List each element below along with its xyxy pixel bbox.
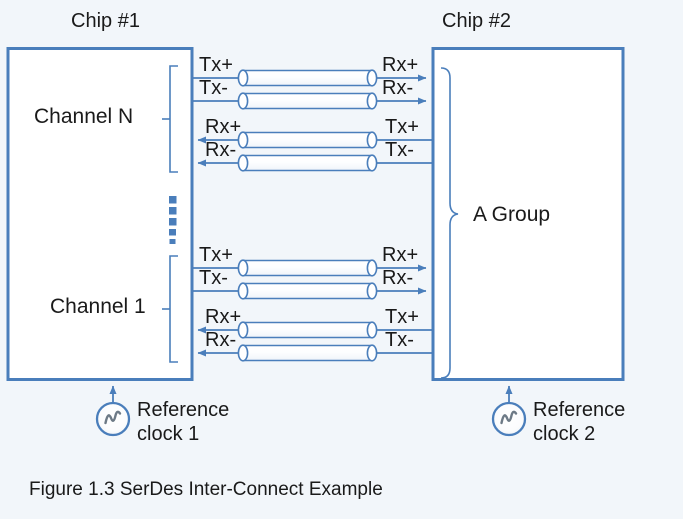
channel-n-label: Channel N: [34, 105, 134, 128]
link-row: [192, 259, 427, 277]
reference-clock-2-line1: Reference: [533, 399, 626, 421]
cable-end-icon: [237, 344, 249, 362]
reference-clock-2-label: Reference clock 2: [533, 398, 625, 447]
pin-label-chip2-txn-n: Tx-: [385, 139, 414, 161]
link-row: [192, 92, 427, 110]
reference-clock-2-symbol: [491, 385, 527, 437]
chip1-body: [6, 47, 194, 381]
chip2-title: Chip #2: [442, 10, 511, 32]
pin-label-chip1-txp-n: Tx+: [199, 54, 233, 76]
pin-label-chip2-txp-n: Tx+: [385, 116, 419, 138]
link-row: [192, 69, 427, 87]
link-row: [197, 131, 432, 149]
reference-clock-1-line2: clock 1: [137, 423, 200, 446]
cable-end-icon: [237, 259, 249, 277]
reference-clock-1-label: Reference clock 1: [137, 398, 229, 447]
cable-end-icon: [366, 92, 378, 110]
cable-end-icon: [366, 321, 378, 339]
reference-clock-1-symbol: [95, 385, 131, 437]
cable-end-icon: [366, 131, 378, 149]
chip1-title: Chip #1: [71, 10, 140, 32]
cable-end-icon: [237, 282, 249, 300]
cable-end-icon: [366, 69, 378, 87]
cable-end-icon: [366, 154, 378, 172]
pin-label-chip1-rxn-n: Rx-: [205, 139, 237, 161]
pin-label-chip1-txp-1: Tx+: [199, 244, 233, 266]
cable-end-icon: [237, 154, 249, 172]
channel-1-bracket: [162, 255, 178, 363]
cable-end-icon: [366, 259, 378, 277]
link-row: [197, 344, 432, 362]
pin-label-chip1-txn-1: Tx-: [199, 267, 228, 289]
chip2-body: [431, 47, 625, 381]
channel-1-label: Channel 1: [50, 295, 146, 318]
a-group-bracket: [440, 67, 459, 379]
pin-label-chip2-rxp-1: Rx+: [382, 244, 419, 266]
pin-label-chip1-txn-n: Tx-: [199, 77, 228, 99]
pin-label-chip2-rxn-1: Rx-: [382, 267, 414, 289]
figure-caption: Figure 1.3 SerDes Inter-Connect Example: [29, 479, 383, 500]
cable-end-icon: [237, 92, 249, 110]
link-row: [197, 154, 432, 172]
reference-clock-2-line2: clock 2: [533, 423, 596, 446]
cable-end-icon: [366, 282, 378, 300]
reference-clock-1-line1: Reference: [137, 399, 230, 421]
channel-n-bracket: [162, 65, 178, 173]
cable-end-icon: [237, 69, 249, 87]
pin-label-chip2-rxn-n: Rx-: [382, 77, 414, 99]
cable-end-icon: [237, 321, 249, 339]
a-group-label: A Group: [473, 203, 551, 226]
link-row: [197, 321, 432, 339]
pin-label-chip1-rxn-1: Rx-: [205, 329, 237, 351]
link-row: [192, 282, 427, 300]
pin-label-chip1-rxp-n: Rx+: [205, 116, 242, 138]
pin-label-chip2-rxp-n: Rx+: [382, 54, 419, 76]
channel-ellipsis-icon: [169, 196, 177, 244]
pin-label-chip2-txn-1: Tx-: [385, 329, 414, 351]
cable-end-icon: [237, 131, 249, 149]
pin-label-chip2-txp-1: Tx+: [385, 306, 419, 328]
cable-end-icon: [366, 344, 378, 362]
pin-label-chip1-rxp-1: Rx+: [205, 306, 242, 328]
